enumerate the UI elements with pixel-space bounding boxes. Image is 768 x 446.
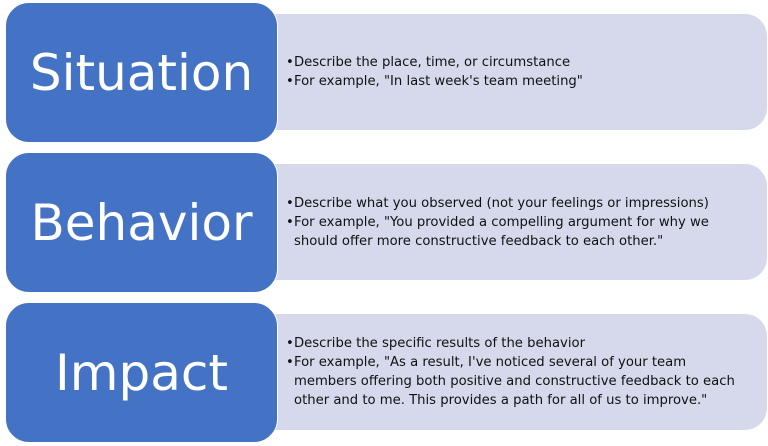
bullet-icon: • [286, 74, 294, 89]
detail-box: •Describe what you observed (not your fe… [260, 164, 767, 280]
bullet-text: For example, "In last week's team meetin… [294, 74, 583, 89]
bullet-text: For example, "As a result, I've noticed … [294, 355, 735, 408]
detail-box: •Describe the place, time, or circumstan… [260, 14, 767, 130]
bullet-item: •For example, "In last week's team meeti… [286, 72, 767, 91]
bullet-icon: • [286, 55, 294, 70]
header-title: Behavior [30, 193, 253, 252]
bullet-item: •For example, "As a result, I've noticed… [286, 353, 767, 410]
detail-box: •Describe the specific results of the be… [260, 314, 767, 430]
header-box: Situation [5, 2, 278, 143]
bullet-icon: • [286, 214, 294, 230]
bullet-icon: • [286, 336, 294, 351]
bullet-text: Describe the place, time, or circumstanc… [294, 55, 571, 70]
row-impact: •Describe the specific results of the be… [0, 302, 768, 444]
bullet-item: •Describe the specific results of the be… [286, 334, 767, 353]
bullet-item: •For example, "You provided a compelling… [286, 213, 767, 251]
header-title: Impact [55, 343, 228, 402]
header-box: Impact [5, 302, 278, 443]
bullet-item: •Describe what you observed (not your fe… [286, 194, 767, 213]
bullet-text: For example, "You provided a compelling … [294, 214, 709, 249]
bullet-item: •Describe the place, time, or circumstan… [286, 53, 767, 72]
row-situation: •Describe the place, time, or circumstan… [0, 2, 768, 144]
bullet-text: Describe the specific results of the beh… [294, 336, 585, 351]
bullet-text: Describe what you observed (not your fee… [294, 195, 709, 211]
row-behavior: •Describe what you observed (not your fe… [0, 152, 768, 294]
header-box: Behavior [5, 152, 278, 293]
bullet-icon: • [286, 355, 294, 370]
bullet-icon: • [286, 195, 294, 211]
header-title: Situation [29, 43, 254, 102]
